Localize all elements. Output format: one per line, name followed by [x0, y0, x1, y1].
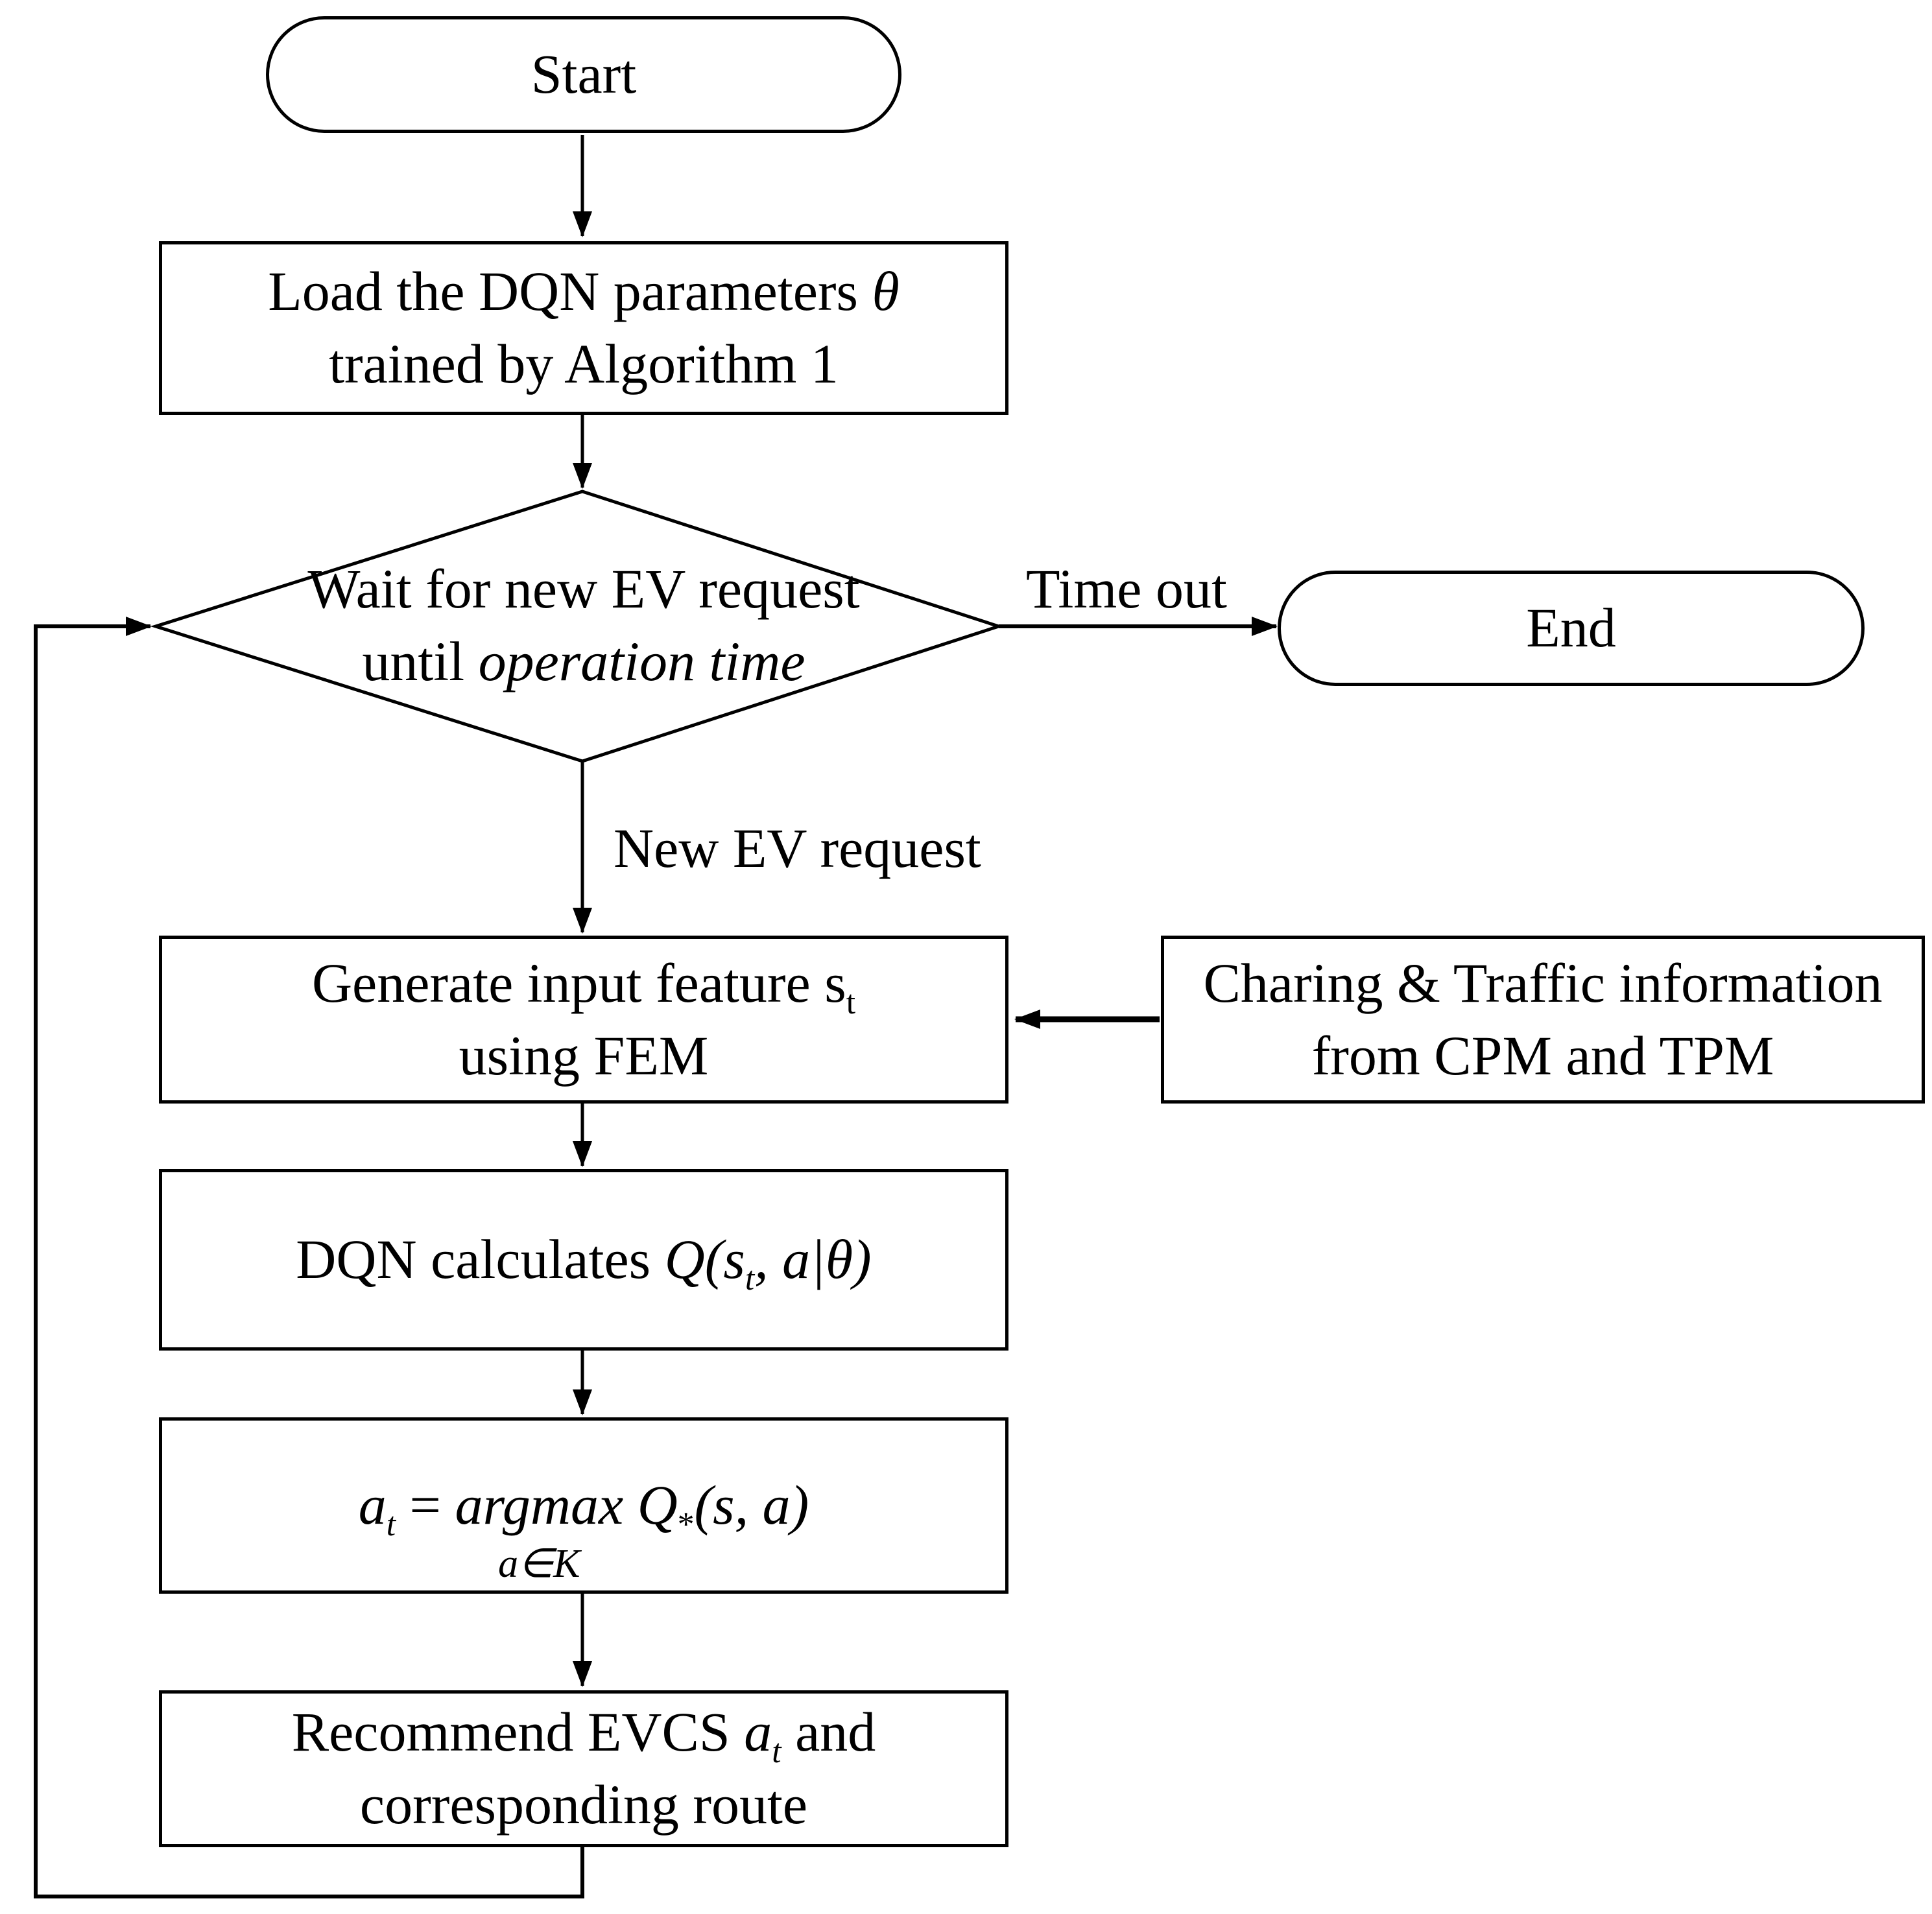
recommend-text: Recommend EVCS [291, 1701, 745, 1764]
q-star-symbol: Q [623, 1474, 678, 1537]
start-node: Start [266, 16, 901, 133]
wait-decision-label: Wait for new EV request until operation … [221, 525, 947, 726]
recommend-text-tail: and [781, 1701, 876, 1764]
dqn-calculates-box: DQN calculates Q(st, a|θ) [159, 1169, 1008, 1351]
theta-symbol: θ [872, 260, 900, 323]
argmax-constraint: a∈K [498, 1542, 580, 1587]
q-star-args: (s, a) [694, 1474, 809, 1537]
charging-info-line-1: Charing & Traffic information [1203, 951, 1883, 1014]
generate-feature-line-2: using FEM [459, 1024, 709, 1087]
argmax-equation-line: at = argmax a∈K Q*(s, a) [358, 1469, 809, 1586]
q-function-close: , a|θ) [754, 1228, 872, 1291]
recommend-action-subscript: t [772, 1733, 781, 1771]
recommend-evcs-box: Recommend EVCS at and corresponding rout… [159, 1690, 1008, 1847]
wait-line-2-prefix: until [362, 630, 479, 692]
q-function-open: Q(s [664, 1228, 745, 1291]
action-symbol: a [358, 1474, 387, 1537]
argmax-operator: argmax [455, 1474, 624, 1537]
dqn-calculates-line: DQN calculates Q(st, a|θ) [296, 1223, 871, 1296]
edge-recommend-loop-to-wait [34, 617, 584, 1898]
load-parameters-line-2: trained by Algorithm 1 [329, 333, 839, 395]
load-parameters-box: Load the DQN parameters θ trained by Alg… [159, 241, 1008, 415]
charging-traffic-info-box: Charing & Traffic information from CPM a… [1161, 936, 1925, 1104]
recommend-line-1: Recommend EVCS at and [292, 1696, 876, 1769]
end-label: End [1526, 597, 1616, 659]
action-subscript: t [386, 1506, 396, 1544]
load-parameters-text: Load the DQN parameters [268, 260, 872, 323]
recommend-line-2: corresponding route [359, 1773, 808, 1836]
wait-line-2: until operation time [362, 626, 805, 698]
load-parameters-line-1: Load the DQN parameters θ [268, 255, 900, 328]
end-node: End [1278, 571, 1865, 686]
recommend-action-symbol: a [744, 1701, 772, 1764]
argmax-equation-box: at = argmax a∈K Q*(s, a) [159, 1417, 1008, 1594]
start-label: Start [531, 43, 637, 106]
equals-sign: = [396, 1474, 455, 1537]
argmax-operator-wrap: argmax a∈K [455, 1469, 624, 1586]
generate-feature-text: Generate input feature s [311, 951, 846, 1014]
generate-feature-line-1: Generate input feature st [312, 947, 855, 1020]
new-ev-request-edge-label: New EV request [614, 817, 981, 879]
wait-line-1: Wait for new EV request [307, 558, 860, 620]
dqn-calculates-text: DQN calculates [296, 1228, 665, 1291]
charging-info-line-2: from CPM and TPM [1311, 1024, 1774, 1087]
generate-feature-box: Generate input feature st using FEM [159, 936, 1008, 1104]
q-function-subscript: t [745, 1260, 755, 1298]
s-subscript-t: t [846, 984, 856, 1021]
timeout-edge-label: Time out [1026, 558, 1227, 620]
operation-time-text: operation time [478, 630, 805, 692]
q-star-subscript: * [677, 1506, 695, 1544]
